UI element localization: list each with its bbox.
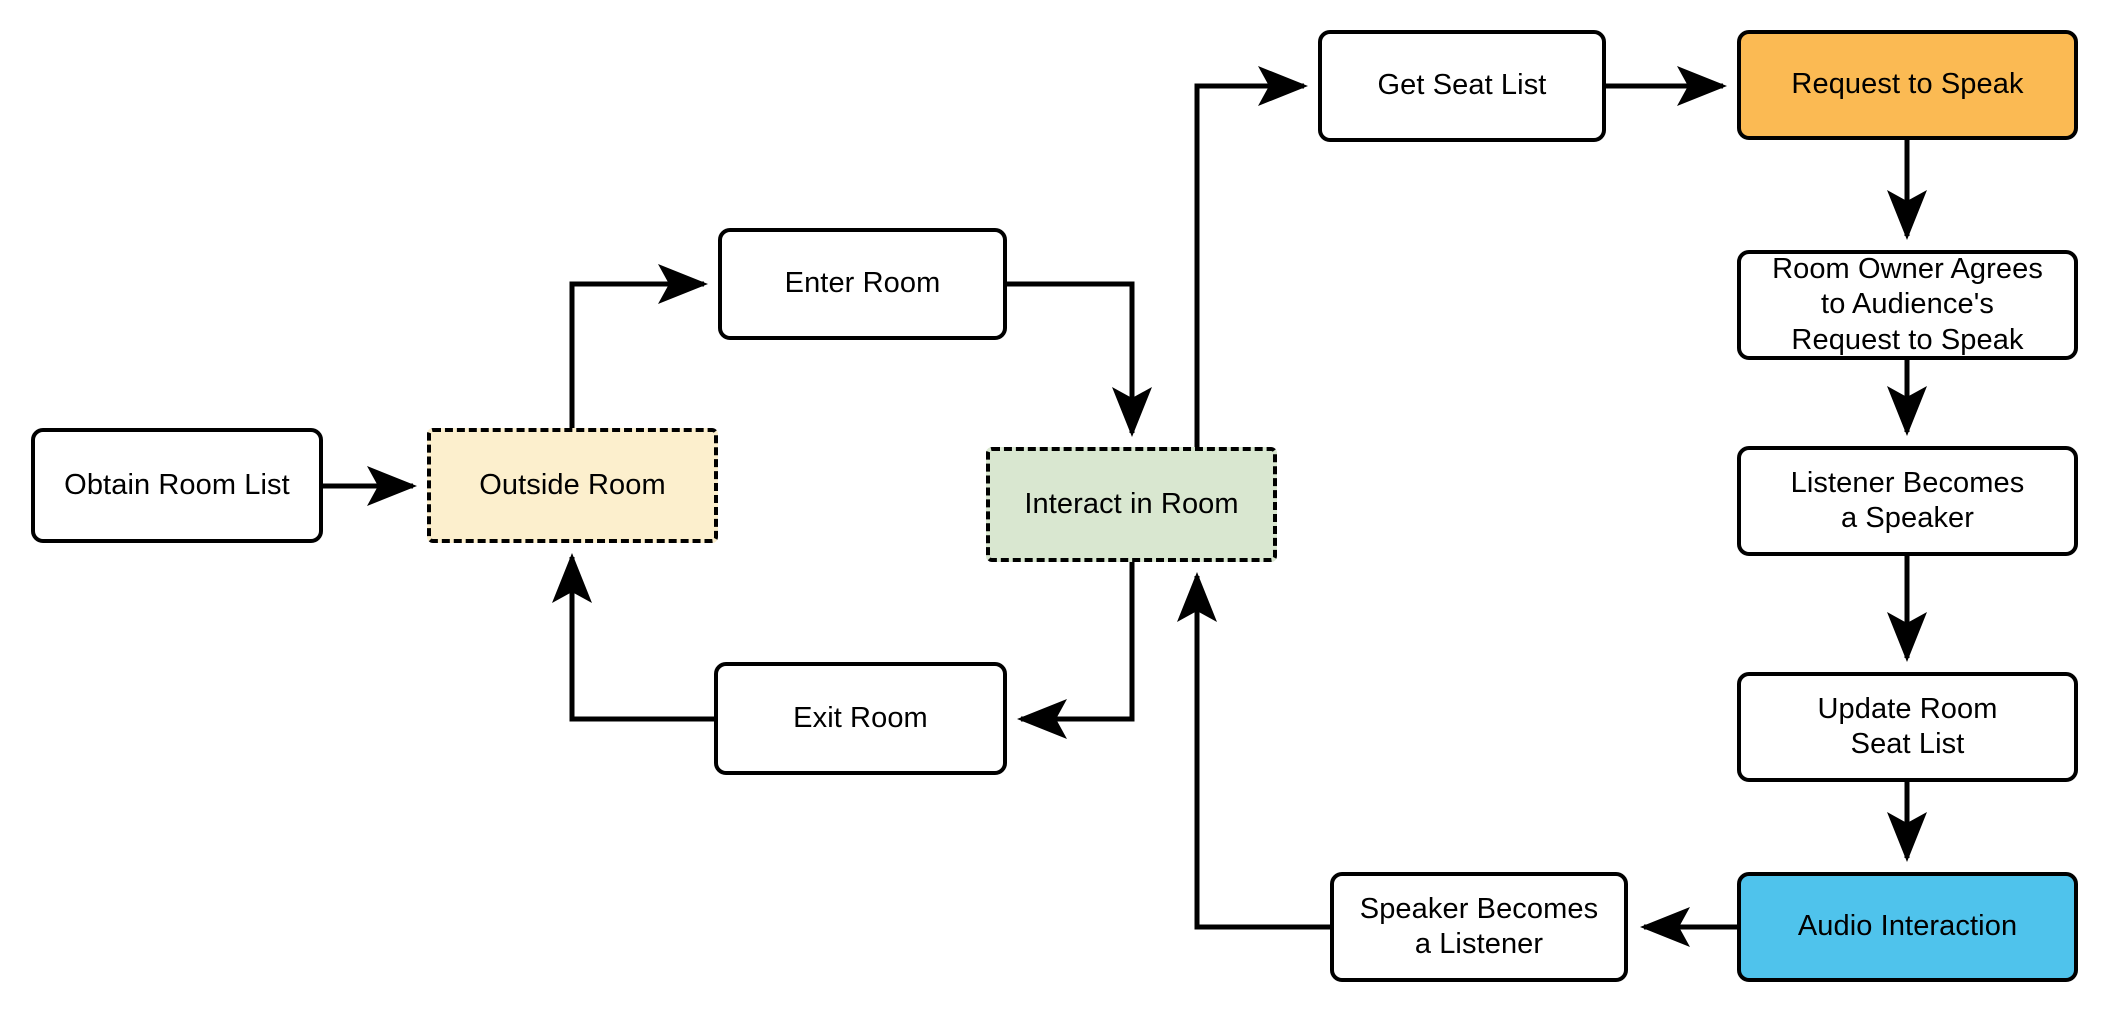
node-audio-interaction[interactable]: Audio Interaction <box>1737 872 2078 982</box>
node-room-owner-agrees[interactable]: Room Owner Agrees to Audience's Request … <box>1737 250 2078 360</box>
node-listener-becomes-speaker[interactable]: Listener Becomes a Speaker <box>1737 446 2078 556</box>
node-enter-room[interactable]: Enter Room <box>718 228 1007 340</box>
node-speaker-becomes-listener[interactable]: Speaker Becomes a Listener <box>1330 872 1628 982</box>
node-label-audio-interaction: Audio Interaction <box>1797 910 2018 943</box>
edge-interact-in-room-to-get-seat-list <box>1194 66 1309 447</box>
node-label-interact-in-room: Interact in Room <box>1024 487 1239 520</box>
node-label-get-seat-list: Get Seat List <box>1377 69 1547 102</box>
edge-exit-room-to-outside-room <box>552 552 714 722</box>
node-outside-room[interactable]: Outside Room <box>427 428 718 543</box>
node-get-seat-list[interactable]: Get Seat List <box>1318 30 1606 142</box>
node-label-update-room-seat-list: Update Room Seat List <box>1817 692 1998 760</box>
node-obtain-room-list[interactable]: Obtain Room List <box>31 428 323 543</box>
node-label-exit-room: Exit Room <box>793 701 928 734</box>
edge-enter-room-to-interact-in-room <box>1007 281 1152 438</box>
edge-speaker-becomes-listener-to-interact-in-room <box>1177 571 1330 930</box>
node-request-to-speak[interactable]: Request to Speak <box>1737 30 2078 140</box>
node-label-listener-becomes-speaker: Listener Becomes a Speaker <box>1790 466 2025 534</box>
node-update-room-seat-list[interactable]: Update Room Seat List <box>1737 672 2078 782</box>
node-label-obtain-room-list: Obtain Room List <box>64 468 290 501</box>
node-exit-room[interactable]: Exit Room <box>714 662 1007 775</box>
node-label-speaker-becomes-listener: Speaker Becomes a Listener <box>1359 892 1599 960</box>
edge-outside-room-to-enter-room <box>569 264 709 428</box>
node-label-room-owner-agrees: Room Owner Agrees to Audience's Request … <box>1772 252 2043 356</box>
node-label-enter-room: Enter Room <box>784 267 941 300</box>
node-label-outside-room: Outside Room <box>479 468 666 501</box>
node-interact-in-room[interactable]: Interact in Room <box>986 447 1277 562</box>
node-label-request-to-speak: Request to Speak <box>1791 68 2024 101</box>
edge-interact-in-room-to-exit-room <box>1016 562 1135 739</box>
